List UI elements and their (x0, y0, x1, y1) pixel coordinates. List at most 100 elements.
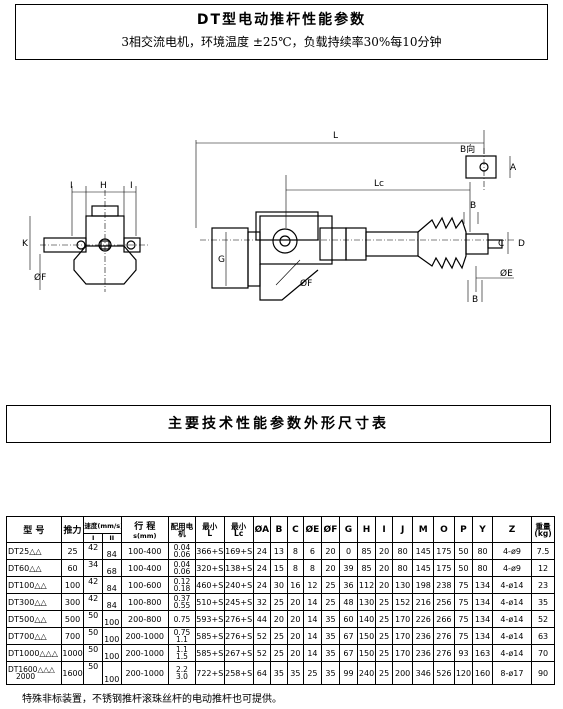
cell-E: 8 (303, 559, 322, 577)
cell-C: 20 (286, 644, 305, 662)
col-F: ØF (320, 516, 341, 543)
col-weight: 重量(kg) (531, 516, 555, 543)
cell-P: 75 (453, 576, 474, 594)
cell-Y: 134 (472, 593, 493, 611)
cell-speed-I: 50 (83, 644, 103, 662)
cell-H: 140 (356, 610, 377, 628)
cell-M: 145 (412, 559, 435, 577)
cell-E: 14 (303, 644, 322, 662)
cell-I: 25 (375, 593, 393, 611)
cell-H: 112 (356, 576, 377, 594)
cell-M: 216 (412, 593, 435, 611)
cell-F: 35 (320, 627, 341, 645)
cell-M: 145 (412, 542, 435, 560)
cell-P: 50 (453, 559, 474, 577)
cell-H: 85 (356, 559, 377, 577)
cell-W: 70 (531, 644, 555, 662)
cell-F: 25 (320, 576, 341, 594)
cell-A: 52 (252, 644, 272, 662)
cell-Lmin: 585+S (194, 627, 225, 645)
cell-Lmin: 366+S (194, 542, 225, 560)
dim-label-K: K (22, 239, 29, 249)
gearbox-outline (255, 211, 319, 241)
cell-P: 75 (453, 627, 474, 645)
cell-P: 120 (453, 661, 474, 685)
dim-label-Lc: Lc (374, 179, 384, 189)
cell-speed-II: 100 (101, 610, 122, 628)
cell-Z: 4-ø14 (491, 576, 533, 594)
col-O: O (433, 516, 455, 543)
technical-drawing: L Lc I H I K ØF G ØF B向 A B C D ØE B (22, 130, 525, 305)
dim-label-B-view: B向 (460, 143, 475, 155)
cell-H: 240 (356, 661, 377, 685)
cell-speed-II: 100 (101, 644, 122, 662)
col-E: ØE (303, 516, 322, 543)
col-speed: 速度(mm/s) (83, 516, 122, 534)
cell-B: 20 (270, 610, 288, 628)
cell-G: 67 (339, 627, 358, 645)
cell-force: 1600 (60, 661, 85, 685)
cell-Y: 163 (472, 644, 493, 662)
col-speed-II: II (101, 533, 122, 543)
cell-E: 12 (303, 576, 322, 594)
cell-E: 6 (303, 542, 322, 560)
cell-C: 8 (286, 542, 305, 560)
cell-speed-I: 42 (83, 593, 103, 611)
cell-Z: 4-ø9 (491, 542, 533, 560)
table-title: 主要技术性能参数外形尺寸表 (168, 416, 389, 432)
cell-Lcmin: 138+S (223, 559, 254, 577)
cell-speed-I: 34 (83, 559, 103, 577)
col-I: I (375, 516, 393, 543)
cell-motor: 0.75 (168, 610, 196, 628)
cell-C: 8 (286, 559, 305, 577)
cell-force: 60 (60, 559, 85, 577)
cell-J: 152 (391, 593, 414, 611)
cell-F: 35 (320, 661, 341, 685)
cylinder-outline (365, 231, 419, 257)
cell-B: 25 (270, 593, 288, 611)
cell-G: 39 (339, 559, 358, 577)
cell-F: 25 (320, 593, 341, 611)
col-Z: Z (491, 516, 533, 543)
cell-I: 25 (375, 661, 393, 685)
footnote: 特殊非标装置，不锈钢推杆滚珠丝杆的电动推杆也可提供。 (22, 694, 282, 705)
cell-W: 35 (531, 593, 555, 611)
dim-label-phiF-end: ØF (34, 272, 46, 283)
cell-W: 63 (531, 627, 555, 645)
cell-O: 256 (433, 593, 455, 611)
cell-J: 80 (391, 559, 414, 577)
cell-H: 85 (356, 542, 377, 560)
cell-O: 526 (433, 661, 455, 685)
cell-P: 50 (453, 542, 474, 560)
cell-model: DT1600△△△2000 (6, 661, 62, 685)
cell-M: 346 (412, 661, 435, 685)
cell-Y: 160 (472, 661, 493, 685)
cell-Z: 4-ø14 (491, 627, 533, 645)
cell-Z: 4-ø14 (491, 644, 533, 662)
cell-W: 12 (531, 559, 555, 577)
dim-label-B-top: B (470, 201, 476, 211)
cell-Lcmin: 258+S (223, 661, 254, 685)
dim-label-L: L (333, 131, 338, 141)
cell-J: 200 (391, 661, 414, 685)
cell-Lmin: 722+S (194, 661, 225, 685)
cell-stroke: 200-1000 (120, 661, 170, 685)
cell-force: 500 (60, 610, 85, 628)
col-C: C (286, 516, 305, 543)
dim-label-phiE: ØE (500, 268, 513, 279)
cell-Y: 134 (472, 627, 493, 645)
cell-model: DT100△△ (6, 576, 62, 594)
cell-speed-I: 42 (83, 576, 103, 594)
dim-label-D: D (518, 239, 525, 249)
cell-stroke: 100-400 (120, 542, 170, 560)
cell-Y: 80 (472, 559, 493, 577)
dim-label-I-right: I (130, 181, 133, 191)
cell-Lmin: 585+S (194, 644, 225, 662)
cell-O: 276 (433, 627, 455, 645)
